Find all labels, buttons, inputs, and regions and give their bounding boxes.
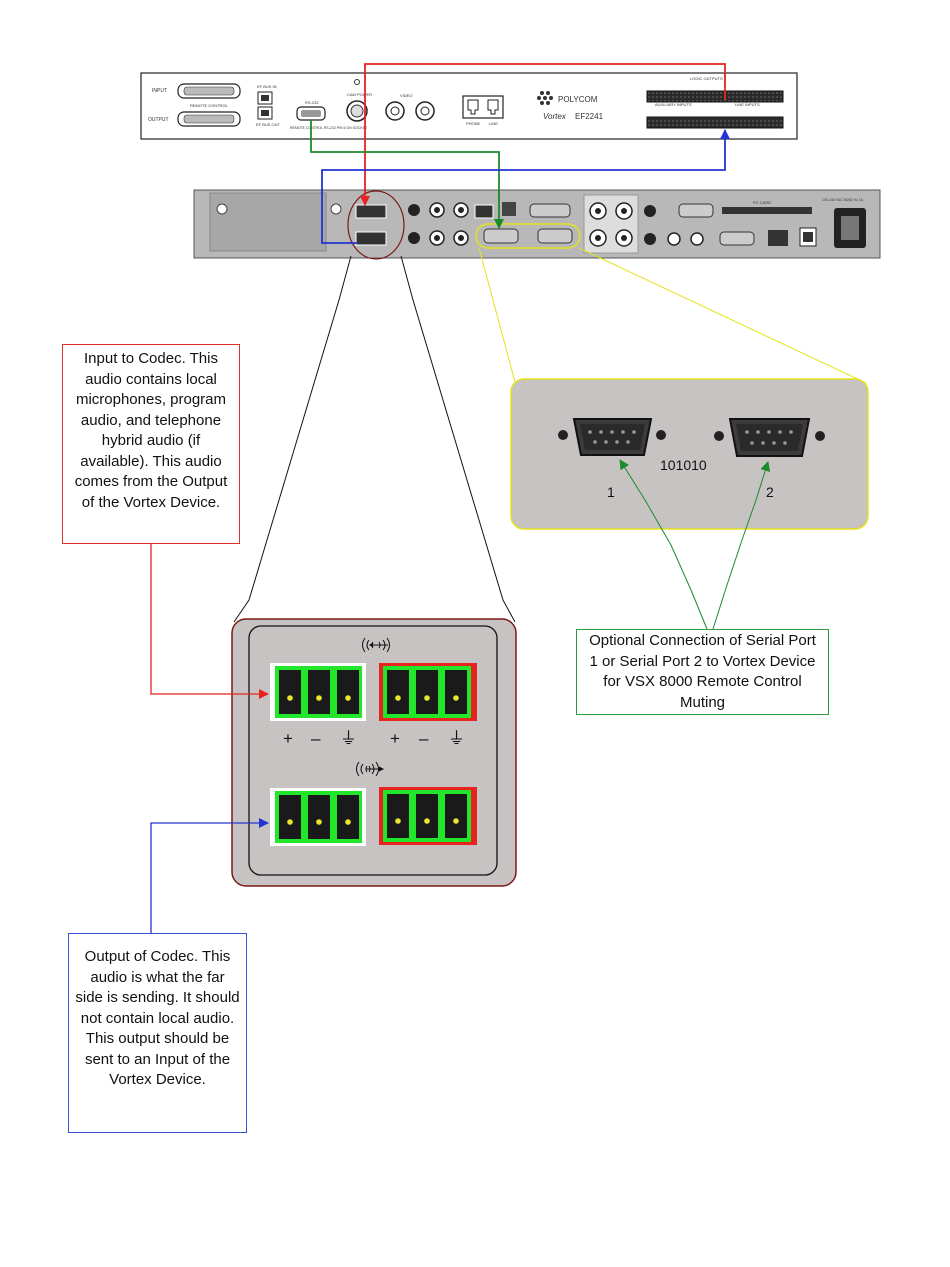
codec-serial-highlight: [475, 223, 581, 249]
polarity-minus-2: –: [419, 729, 429, 748]
vortex-model-prefix: Vortex: [543, 112, 567, 121]
serial-callout-text: Optional Connection of Serial Port 1 or …: [589, 632, 816, 711]
vortex-aux-inputs-label: AUXILIARY INPUTS: [655, 102, 692, 107]
codec-audio-output-terminal[interactable]: [355, 231, 387, 246]
vortex-rear-panel: INPUT OUTPUT REMOTE CONTROL EF BUS IN EF…: [140, 72, 798, 140]
audio-zoom-box: + – ⏚ + – ⏚: [231, 618, 517, 887]
codec-output-plug-zoom[interactable]: [379, 787, 477, 845]
vortex-phone-line-jacks[interactable]: [462, 95, 504, 119]
codec-rear-panel: PC CARD 100-240 VAC 50/60 Hz 1A: [193, 189, 881, 260]
serial-zoom-lines: [478, 247, 867, 384]
codec-serial-port-1[interactable]: [483, 228, 519, 244]
serial-pattern-label: 101010: [660, 457, 707, 473]
serial-port-2-label: 2: [766, 484, 774, 500]
codec-input-connector-zoom[interactable]: [270, 663, 366, 721]
polarity-ground-1: ⏚: [340, 729, 357, 748]
serial-port-2-zoom[interactable]: [714, 418, 825, 457]
vortex-line-label: LINE: [489, 121, 498, 126]
vortex-phone-label: PHONE: [466, 121, 481, 126]
serial-port-1-zoom[interactable]: [558, 418, 666, 456]
codec-input-plug-zoom[interactable]: [379, 663, 477, 721]
codec-pc-card-slot[interactable]: [722, 207, 812, 214]
input-to-codec-callout: Input to Codec. This audio contains loca…: [62, 344, 240, 544]
wire-red: [360, 63, 726, 206]
polarity-plus-2: +: [390, 729, 400, 748]
vortex-line-inputs-label: LINE INPUTS: [735, 102, 760, 107]
vortex-rs232-label: RS-232: [305, 100, 319, 105]
serial-port-1-label: 1: [607, 484, 615, 500]
serial-zoom-box: 101010 1 2: [510, 378, 869, 530]
vortex-logic-output-terminals[interactable]: [646, 90, 784, 103]
codec-pc-card-label: PC CARD: [753, 200, 771, 205]
vortex-cam-power-label: CAM POWER: [347, 92, 372, 97]
input-callout-pointer: [150, 544, 269, 699]
codec-power-label: 100-240 VAC 50/60 Hz 1A: [822, 198, 864, 202]
vortex-input-label: INPUT: [152, 88, 167, 94]
polarity-plus-1: +: [283, 729, 293, 748]
wire-green: [310, 120, 504, 229]
audio-output-icon: [356, 761, 385, 777]
input-callout-text: Input to Codec. This audio contains loca…: [74, 350, 228, 511]
codec-output-connector-zoom[interactable]: [270, 788, 366, 846]
vortex-rs232-note: REMOTE CONTROL RS-232 PIN 5 ON SOCKET: [290, 126, 368, 130]
vortex-ef-bus-in-label: EF BUS IN: [257, 84, 277, 89]
vortex-video-label: VIDEO: [400, 93, 412, 98]
vortex-output-label: OUTPUT: [148, 117, 169, 123]
vortex-model-label: EF2241: [575, 112, 604, 121]
output-callout-text: Output of Codec. This audio is what the …: [75, 948, 240, 1088]
vortex-ef-bus-out-label: EF BUS OUT: [256, 122, 281, 127]
polycom-logo-icon: [537, 91, 553, 105]
audio-input-icon: [362, 637, 390, 653]
vortex-logic-outputs-label: LOGIC OUTPUTS: [690, 76, 723, 81]
wire-blue: [321, 129, 730, 244]
serial-callout-arrows: [619, 459, 771, 630]
vortex-line-input-terminals[interactable]: [646, 116, 784, 129]
vortex-remote-control-label: REMOTE CONTROL: [190, 103, 229, 108]
serial-connection-callout: Optional Connection of Serial Port 1 or …: [576, 629, 829, 715]
polarity-ground-2: ⏚: [448, 729, 465, 748]
codec-audio-input-terminal[interactable]: [355, 204, 387, 219]
codec-audio-highlight: [347, 190, 405, 260]
audio-zoom-lines: [233, 255, 516, 623]
polycom-brand-label: POLYCOM: [558, 95, 598, 104]
polarity-minus-1: –: [311, 729, 321, 748]
output-of-codec-callout: Output of Codec. This audio is what the …: [68, 933, 247, 1133]
codec-serial-port-2[interactable]: [537, 228, 573, 244]
output-callout-pointer: [150, 818, 269, 933]
